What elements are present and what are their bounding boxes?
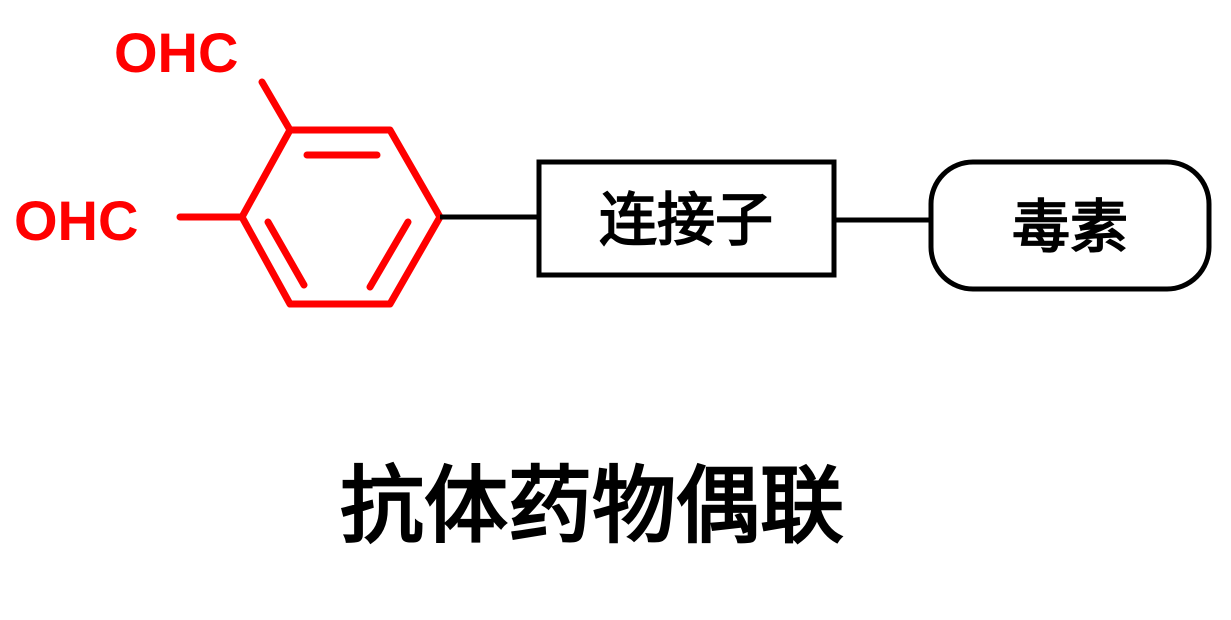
aldehyde-bonds: [176, 78, 294, 221]
ring-inner-double-bond-right: [366, 218, 412, 291]
aldehyde-label-top: OHC: [114, 21, 238, 84]
diagram-caption: 抗体药物偶联: [340, 457, 844, 555]
bond-to-top-aldehyde: [258, 78, 294, 134]
ring-inner-double-bond-left: [264, 218, 308, 289]
linker-label: 连接子: [599, 186, 773, 254]
linker-box: [536, 159, 837, 278]
aldehyde-label-left: OHC: [14, 189, 138, 252]
toxin-label: 毒素: [1012, 193, 1128, 261]
toxin-box: [928, 159, 1212, 292]
benzene-ring: [238, 126, 444, 308]
